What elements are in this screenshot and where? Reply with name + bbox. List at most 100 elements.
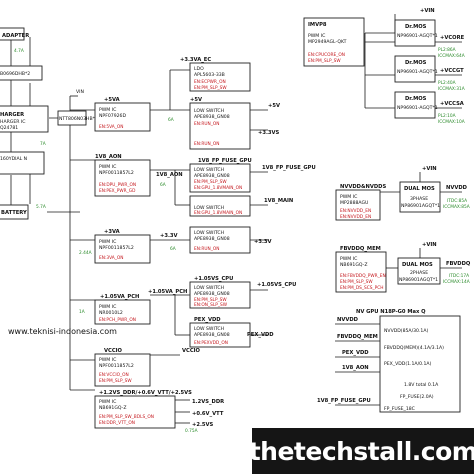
drmos3-title: Dr.MOS [405,96,427,102]
out-vccio: VCCIO [182,348,201,354]
charger-ic: HARGER IC [0,119,25,125]
block-drmos-1: Dr.MOS NP96901-AGQT*1 [394,19,438,47]
gpu-title: NV GPU N18P-G0 Max Q [356,309,426,315]
current-ddr: 0.75A [185,428,198,434]
rail-1v05s: +1.05VS_CPU [194,276,233,282]
block-drmos-2: Dr.MOS NP96901-AGQT*1 [394,55,438,83]
drmos2-title: Dr.MOS [405,60,427,66]
dualmos-nvvdd-part: NP86901AGQT*1 [401,203,440,209]
charger-title: HARGER [0,112,24,118]
fet-label: B0696DHB*2 [0,71,30,77]
label-1v8-aon-line: 1V8_AON [156,172,183,178]
out-vccgt: +VCCGT [440,68,464,74]
imvp-type: PWM IC [308,33,325,39]
block-dualmos-nvvdd: DUAL MOS 3PHASE NP86901AGQT*1 [399,181,441,213]
out-1v8-main: 1V8_MAIN [264,198,293,204]
fbvddq-type: PWM IC [340,256,357,262]
drmos1-title: Dr.MOS [405,24,427,30]
gpu-in-pex: PEX_VDD [342,350,369,356]
ic-ddr-en2: EN:DDR_VTT_ON [99,420,135,426]
block-vccio: VCCIO PWM IC NPF0011857L2 EN:VCCIO_ON EN… [94,348,201,387]
switch-pex-type: LOW SWITCH [194,326,224,332]
block-3va: +3VA PWM IC NPF0011857L2 EN:3VA_ON 2.44A [79,229,151,264]
battery-current: 5.7A [36,204,46,210]
vcore-iccmax: ICCMAX:64A [438,53,465,59]
nvvdd-part: MP2888AGU [340,200,368,206]
dualmos-mem-part: NP86901AGQT*1 [399,277,438,283]
nvvdd-title: NVVDD&NVDDS [340,184,386,190]
imvp-title: IMVP8 [308,22,327,28]
rail-3v3: +3.3V [160,233,178,239]
ic-ddr-en1: EN:PM_SLP_SW_BDLS_ON [99,414,154,420]
charger-current: 7A [40,141,46,147]
switch-1v05s-type: LOW SWITCH [194,285,224,291]
rail-vccio: VCCIO [104,348,123,354]
imvp-part: MP2949AGL-QKT [308,39,347,45]
current-1v8-aon: 6A [160,182,166,188]
imvp-en1: EN:CPUCORE_ON [308,52,345,58]
vccsa-pl2: PL2:10A [438,113,456,119]
out-pex-vdd: PEX_VDD [247,332,274,338]
out-3v3: +3.3V [254,239,272,245]
nvvdd-itdc: ITDC:85A [447,198,467,204]
rail-1v05-pch: +1.05VA_PCH [100,294,139,300]
battery-label: BATTERY [1,210,27,216]
ldo-block: 160YDIAL N [0,151,45,175]
drmos2-part: NP96901-AGQT*1 [397,69,438,75]
ldo-label: 160YDIAL N [0,156,27,162]
switch-1v05s-en1: EN:PM_SLP_SW [194,297,227,303]
vin-mem: +VIN [422,242,437,248]
current-3v3: 6A [170,246,176,252]
dualmos-nvvdd-phase: 3PHASE [410,196,428,202]
ic-1v05-part: NR0010L2 [99,310,123,316]
fbvddq-title: FBVDDQ_MEM [340,246,381,252]
current-1v05: 1A [79,309,85,315]
ic-ddr-type: PWM IC [99,399,116,405]
block-fbvddq-mem: FBVDDQ_MEM PWM IC NB691GQ-Z EN:FBVDDQ_PW… [335,246,387,293]
out-3-3vs: +3.3VS [258,130,280,136]
switch-1v8-fp-part: APE8938_GN08 [194,173,230,179]
brand-text: thetechstall.com [248,436,474,466]
vccsa-iccmax: ICCMAX:10A [438,119,465,125]
block-imvp8: IMVP8 PWM IC MP2949AGL-QKT EN:CPUCORE_ON… [303,17,365,67]
switch-5v-part: APE8938_GN08 [194,114,230,120]
gpu-in-aon: 1V8_AON [342,365,369,371]
nvvdd-en2: EN:NVVDD_EN [340,214,371,220]
gpu-l6: FP_FUSE_18C [384,406,415,412]
gpu-l5: FP_FUSE(2.0A) [400,394,434,400]
out-5v: +5V [268,103,280,109]
fbvddq-itdc: ITDC:17A [449,273,469,279]
nvvdd-en1: EN:NVVDD_EN [340,208,371,214]
ic-vccio-type: PWM IC [99,357,116,363]
block-1v05-pch: +1.05VA_PCH PWM IC NR0010L2 EN:PCH_PWR_O… [79,289,187,325]
fbvddq-en2: EN:PM_SLP_SW [340,279,373,285]
block-5v-switch: +5V LOW SWITCH APE8938_GN08 EN:RUN_ON EN… [189,97,280,150]
gpu-in-fbvddq: FBVDDQ_MEM [337,334,378,340]
ic-vccio-part: NPF0011857L2 [99,363,134,369]
block-ddr: +1.2VS_DDR/+0.6V_VTT/+2.5VS PWM IC NB691… [94,390,224,434]
out-fbvddq: FBVDDQ [446,261,471,267]
rail-ddr: +1.2VS_DDR/+0.6V_VTT/+2.5VS [99,390,192,396]
gpu-l3: PEX_VDD(1.1A/0.1A) [384,361,432,367]
brand-banner: thetechstall.com [248,428,474,474]
nvvdd-iccmax: ICCMAX:85A [443,204,470,210]
switch-1v8-main-type: LOW SWITCH [194,205,224,211]
out-vccsa: +VCCSA [440,101,464,107]
nvvdd-type: PWM IC [340,194,357,200]
label-1v05-pch-line: +1.05VA_PCH [148,289,187,295]
switch-1v8-fp-en2: EN:GPU_1.8VMAIN_ON [194,185,242,191]
ic-vccio-en1: EN:VCCIO_ON [99,372,129,378]
current-3va: 2.44A [79,250,92,256]
ic-5va-part: NPF07926D [99,113,126,119]
block-1v8-fp-fuse: 1V8_FP_FUSE_GPU LOW SWITCH APE8938_GN08 … [189,158,316,193]
dualmos-mem-phase: 2PHASE [410,270,428,276]
vin-mosfet-block: NTT806N03HB*1 VIN [57,89,98,126]
switch-3v3-part: APE8938_GN08 [194,236,230,242]
rail-1v8-fp: 1V8_FP_FUSE_GPU [198,158,252,164]
out-nvvdd: NVVDD [446,185,468,191]
ic-5va-type: PWM IC [99,107,116,113]
imvp-en2: EN:PM_SLP_SW [308,58,341,64]
vin-mid: +VIN [422,166,437,172]
fet-block: B0696DHB*2 [0,65,43,81]
ic-1v8-aon-en1: EN:DPU_PWR_ON [99,182,136,188]
